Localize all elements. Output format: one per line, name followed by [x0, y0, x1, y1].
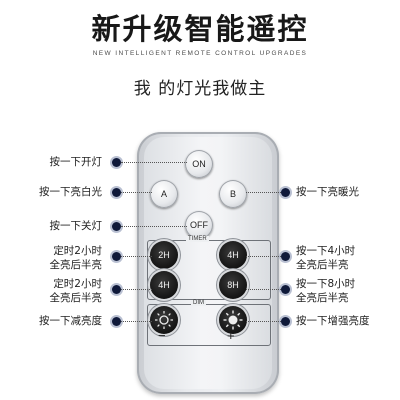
label-timer-4h-alt-line1: 定时2小时 — [53, 278, 102, 290]
callout-line-dim-plus — [246, 321, 281, 322]
callout-line-timer-8h — [246, 289, 281, 290]
timer-4h-alt-button[interactable]: 4H — [150, 271, 178, 299]
dim-plus-sign: + — [227, 328, 235, 343]
callout-line-timer-2h — [121, 256, 152, 257]
timer-4h-button-label: 4H — [227, 250, 239, 260]
timer-8h-button-label: 8H — [227, 280, 239, 290]
label-timer-4h-alt: 定时2小时 全亮后半亮 — [20, 277, 103, 305]
dim-group-label: DIM — [191, 300, 206, 306]
off-button-label: OFF — [190, 220, 208, 230]
timer-4h-alt-button-label: 4H — [158, 280, 170, 290]
page-title: 新升级智能遥控 — [91, 12, 309, 46]
label-timer-2h-line2: 全亮后半亮 — [49, 259, 103, 271]
callout-dot-on — [112, 158, 121, 167]
callout-line-off — [121, 226, 187, 227]
label-timer-4h: 按一下4小时 全亮后半亮 — [296, 244, 355, 272]
label-off: 按一下关灯 — [49, 220, 103, 232]
label-timer-8h-line1: 按一下8小时 — [296, 278, 356, 290]
dim-minus-sign: − — [158, 328, 166, 343]
callout-dot-warm-light — [281, 188, 290, 197]
callout-dot-timer-4h-alt — [112, 285, 121, 294]
timer-8h-button[interactable]: 8H — [219, 271, 247, 299]
callout-dot-timer-4h — [281, 252, 290, 261]
callout-dot-white-light — [112, 188, 121, 197]
callout-line-warm-light — [246, 192, 281, 193]
callout-dot-timer-8h — [281, 285, 290, 294]
timer-2h-button-label: 2H — [158, 250, 170, 260]
label-timer-4h-alt-line2: 全亮后半亮 — [49, 292, 103, 304]
callout-dot-dim-plus — [281, 317, 290, 326]
timer-group-label: TIMER — [186, 236, 209, 242]
tagline: 我 的灯光我做主 — [133, 79, 267, 99]
callout-line-dim-minus — [121, 321, 152, 322]
timer-group-frame — [147, 240, 271, 300]
page-subtitle: NEW INTELLIGENT REMOTE CONTROL UPGRADES — [92, 50, 308, 57]
label-timer-2h: 定时2小时 全亮后半亮 — [20, 244, 103, 272]
on-button-label: ON — [192, 159, 206, 169]
label-warm-light: 按一下亮暖光 — [296, 186, 359, 198]
dim-plus-button[interactable] — [219, 306, 247, 334]
callout-line-timer-4h-alt — [121, 289, 152, 290]
label-on: 按一下开灯 — [49, 156, 103, 168]
label-timer-4h-line2: 全亮后半亮 — [296, 259, 349, 271]
white-light-button[interactable]: A — [150, 180, 178, 208]
warm-light-button-label: B — [229, 189, 236, 199]
dim-minus-button[interactable] — [150, 306, 178, 334]
callout-line-timer-4h — [246, 256, 281, 257]
sun-bright-icon — [223, 310, 243, 330]
label-timer-2h-line1: 定时2小时 — [53, 245, 102, 257]
label-dim-minus: 按一下减亮度 — [39, 315, 102, 327]
sun-dim-icon — [155, 311, 173, 329]
label-timer-4h-line1: 按一下4小时 — [296, 245, 356, 257]
label-timer-8h-line2: 全亮后半亮 — [296, 292, 349, 304]
callout-dot-timer-2h — [112, 252, 121, 261]
on-button[interactable]: ON — [185, 150, 213, 178]
timer-2h-button[interactable]: 2H — [150, 241, 178, 269]
callout-dot-dim-minus — [112, 317, 121, 326]
white-light-button-label: A — [160, 189, 167, 199]
callout-line-white-light — [121, 192, 152, 193]
timer-4h-button[interactable]: 4H — [219, 241, 247, 269]
off-button[interactable]: OFF — [185, 211, 213, 239]
callout-dot-off — [112, 222, 121, 231]
callout-line-on — [121, 162, 187, 163]
label-timer-8h: 按一下8小时 全亮后半亮 — [296, 277, 355, 305]
dim-group-frame — [147, 304, 271, 346]
label-white-light: 按一下亮白光 — [39, 186, 102, 198]
label-dim-plus: 按一下增强亮度 — [296, 315, 370, 327]
warm-light-button[interactable]: B — [219, 180, 247, 208]
